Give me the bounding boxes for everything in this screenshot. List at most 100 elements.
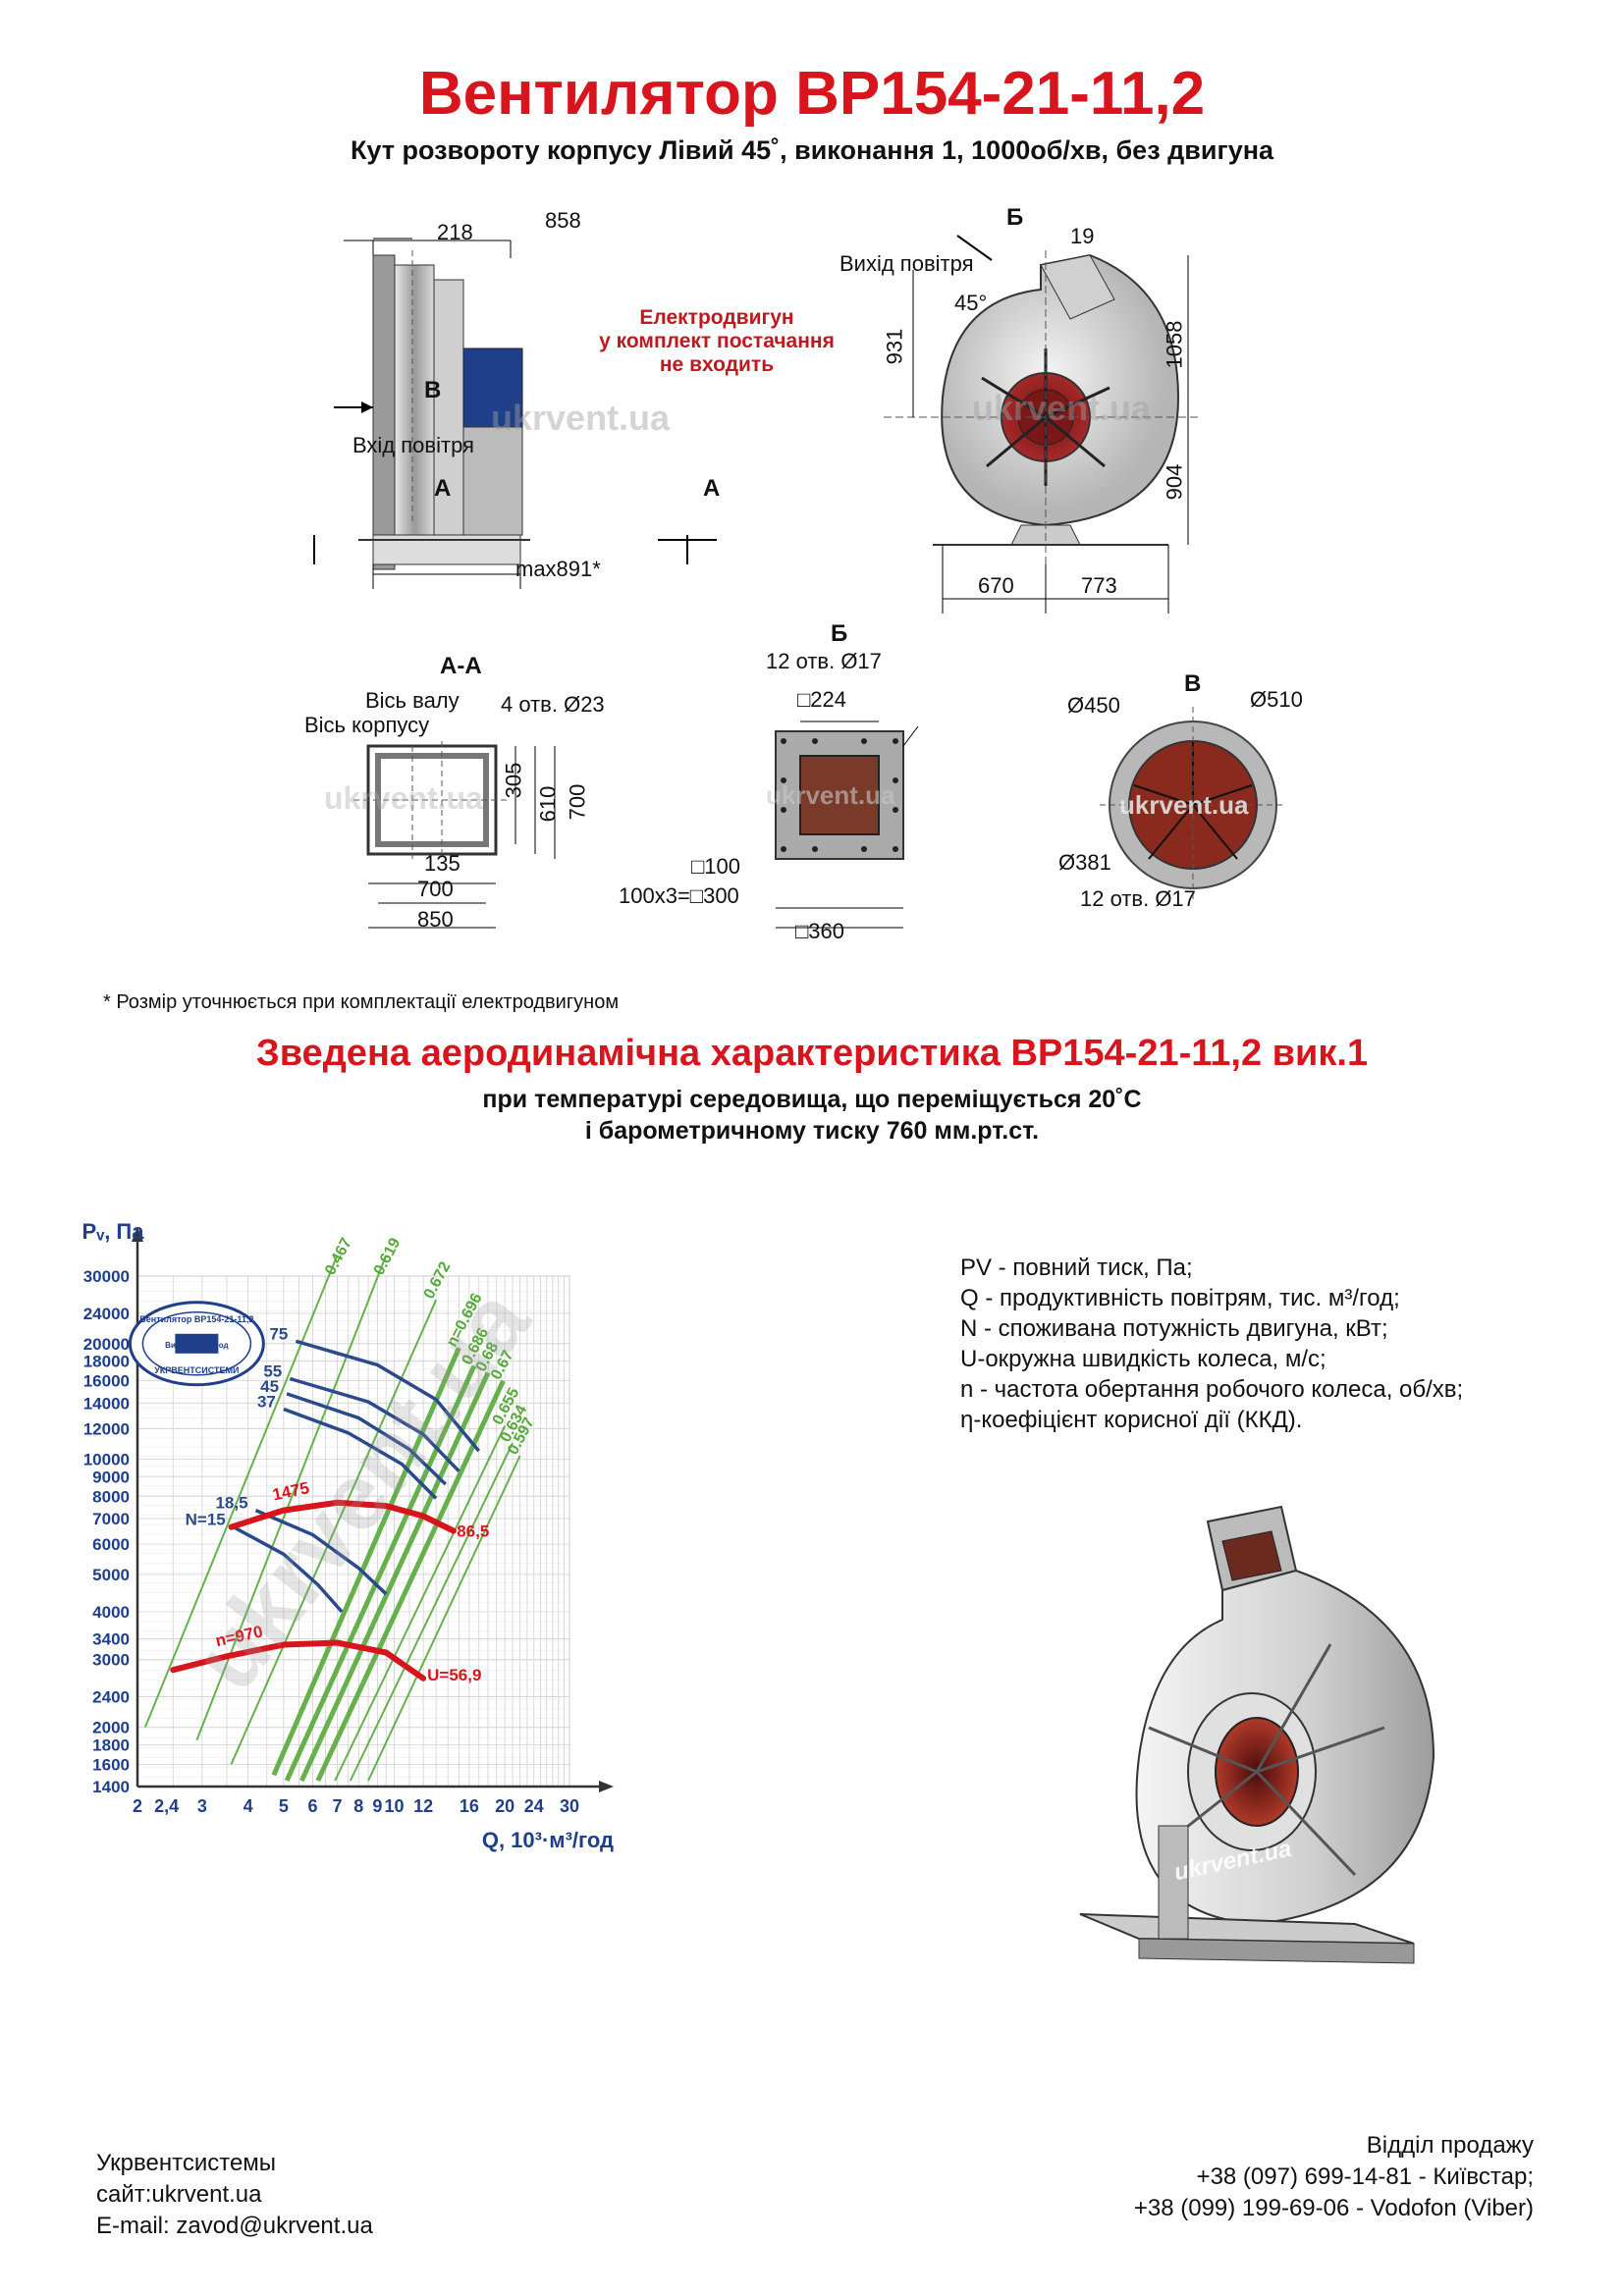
dim-670: 670 xyxy=(978,573,1014,598)
page-subtitle: Кут розвороту корпусу Лівий 45˚, виконан… xyxy=(350,135,1274,165)
x-tick-label: 8 xyxy=(353,1796,363,1816)
y-tick-label: 1400 xyxy=(92,1778,130,1796)
efficiency-label: 0.619 xyxy=(371,1235,405,1277)
y-tick-label: 8000 xyxy=(92,1487,130,1506)
power-curve xyxy=(232,1525,344,1614)
view-v-title: В xyxy=(1184,670,1202,697)
y-axis-label: Pᵥ, Па xyxy=(82,1219,145,1244)
power-label: 18,5 xyxy=(215,1494,247,1513)
y-axis-arrow xyxy=(132,1227,143,1242)
y-tick-label: 9000 xyxy=(92,1468,130,1486)
dim-d381: Ø381 xyxy=(1058,850,1111,875)
power-curve xyxy=(254,1508,388,1596)
dim-135: 135 xyxy=(424,851,460,876)
footnote: * Розмір уточнюється при комплектації ел… xyxy=(103,991,620,1013)
chart-section-title: Зведена аеродинамічна характеристика ВР1… xyxy=(255,1033,1369,1074)
holes-b: 12 отв. Ø17 xyxy=(766,649,882,673)
efficiency-line xyxy=(349,1442,514,1782)
section-arrow-a-right: А xyxy=(703,475,721,502)
dim-904: 904 xyxy=(1162,463,1187,501)
view-v-drawing xyxy=(1100,707,1286,903)
dim-d510: Ø510 xyxy=(1250,687,1303,712)
y-tick-label: 4000 xyxy=(92,1603,130,1622)
view-b-drawing xyxy=(775,721,919,929)
phone-vodafone[interactable]: +38 (099) 199-69-06 - Vodofon (Viber) xyxy=(1133,2195,1534,2221)
watermark-aa: ukrvent.ua xyxy=(324,780,483,816)
motor-note: Електродвигун у комплект постачання не в… xyxy=(579,306,854,377)
legend: PV - повний тиск, Па; Q - продуктивність… xyxy=(960,1253,1463,1435)
power-label: 45 xyxy=(260,1377,279,1396)
side-view-drawing xyxy=(313,238,717,589)
legend-item: N - споживана потужність двигуна, кВт; xyxy=(960,1315,1388,1342)
motor-note-line3: не входить xyxy=(659,353,775,376)
dim-d450: Ø450 xyxy=(1067,693,1120,718)
section-aa-title: А-А xyxy=(440,653,482,679)
y-tick-label: 24000 xyxy=(83,1305,130,1323)
stamp-icon xyxy=(175,1333,219,1354)
dim-218: 218 xyxy=(437,220,473,244)
legend-item: η-коефіцієнт корисної дії (ККД). xyxy=(960,1407,1303,1433)
dim-1058: 1058 xyxy=(1162,320,1187,369)
email-link[interactable]: E-mail: zavod@ukrvent.ua xyxy=(96,2213,373,2239)
stamp-inner xyxy=(141,1311,252,1376)
efficiency-line xyxy=(271,1347,461,1777)
product-image xyxy=(1079,1505,1435,1964)
x-tick-label: 20 xyxy=(495,1796,514,1816)
efficiency-line xyxy=(334,1425,507,1782)
dim-858: 858 xyxy=(545,208,581,233)
section-arrow-v: В xyxy=(424,377,442,403)
y-tick-label: 7000 xyxy=(92,1510,130,1528)
chart-section-line2: і барометричному тиску 760 мм.рт.ст. xyxy=(584,1117,1040,1145)
x-tick-label: 2 xyxy=(133,1796,142,1816)
y-tick-label: 6000 xyxy=(92,1535,130,1554)
y-tick-label: 16000 xyxy=(83,1372,130,1391)
dim-300: 100х3=□300 xyxy=(619,883,739,908)
efficiency-line xyxy=(195,1255,388,1741)
stamp-text: Вентилятор ВР154-21-11,2 xyxy=(139,1314,253,1324)
motor-note-line1: Електродвигун xyxy=(639,306,794,329)
y-tick-label: 1600 xyxy=(92,1755,130,1774)
label-outlet: Вихід повітря xyxy=(839,251,974,276)
y-tick-label: 20000 xyxy=(83,1335,130,1354)
x-tick-label: 3 xyxy=(197,1796,207,1816)
y-tick-label: 14000 xyxy=(83,1394,130,1413)
front-view-drawing xyxy=(884,235,1198,614)
y-tick-label: 3000 xyxy=(92,1651,130,1670)
efficiency-line xyxy=(367,1455,521,1782)
pressure-curve xyxy=(170,1639,427,1682)
contacts-right: Відділ продажу +38 (097) 699-14-81 - Киї… xyxy=(1134,2130,1534,2224)
power-label: 75 xyxy=(269,1324,288,1343)
power-label: N=15 xyxy=(186,1511,226,1529)
legend-item: Q - продуктивність повітрям, тис. м³/год… xyxy=(960,1285,1400,1311)
watermark-front: ukrvent.ua xyxy=(972,388,1152,428)
legend-item: U-окружна швидкість колеса, м/с; xyxy=(960,1346,1326,1372)
efficiency-label: 0.467 xyxy=(322,1235,355,1277)
x-tick-label: 7 xyxy=(333,1796,343,1816)
dim-360: □360 xyxy=(795,919,844,943)
y-tick-label: 5000 xyxy=(92,1566,130,1584)
y-tick-label: 18000 xyxy=(83,1353,130,1371)
pressure-curve xyxy=(228,1499,457,1534)
chart-section-line1: при температурі середовища, що переміщує… xyxy=(482,1086,1142,1113)
legend-item: PV - повний тиск, Па; xyxy=(960,1255,1193,1281)
website-link[interactable]: сайт:ukrvent.ua xyxy=(96,2181,262,2208)
efficiency-line xyxy=(230,1299,438,1765)
power-label: 37 xyxy=(257,1392,276,1411)
x-tick-label: 9 xyxy=(372,1796,382,1816)
efficiency-line xyxy=(315,1379,506,1783)
dim-700v: 700 xyxy=(565,783,590,821)
power-curve xyxy=(286,1392,448,1486)
phone-kyivstar[interactable]: +38 (097) 699-14-81 - Київстар; xyxy=(1196,2163,1534,2190)
u-label: 86,5 xyxy=(457,1522,489,1540)
contacts-left: Укрвентсистемы сайт:ukrvent.ua E-mail: z… xyxy=(96,2148,373,2242)
x-tick-label: 16 xyxy=(460,1796,479,1816)
motor-note-line2: у комплект постачання xyxy=(599,330,835,352)
dim-700h: 700 xyxy=(417,877,454,901)
x-tick-label: 5 xyxy=(279,1796,289,1816)
label-shaft-axis: Вісь валу xyxy=(365,688,460,713)
watermark-b: ukrvent.ua xyxy=(766,780,895,810)
y-tick-label: 1800 xyxy=(92,1735,130,1754)
y-tick-label: 10000 xyxy=(83,1450,130,1468)
x-axis-label: Q, 10³·м³/год xyxy=(482,1828,614,1852)
